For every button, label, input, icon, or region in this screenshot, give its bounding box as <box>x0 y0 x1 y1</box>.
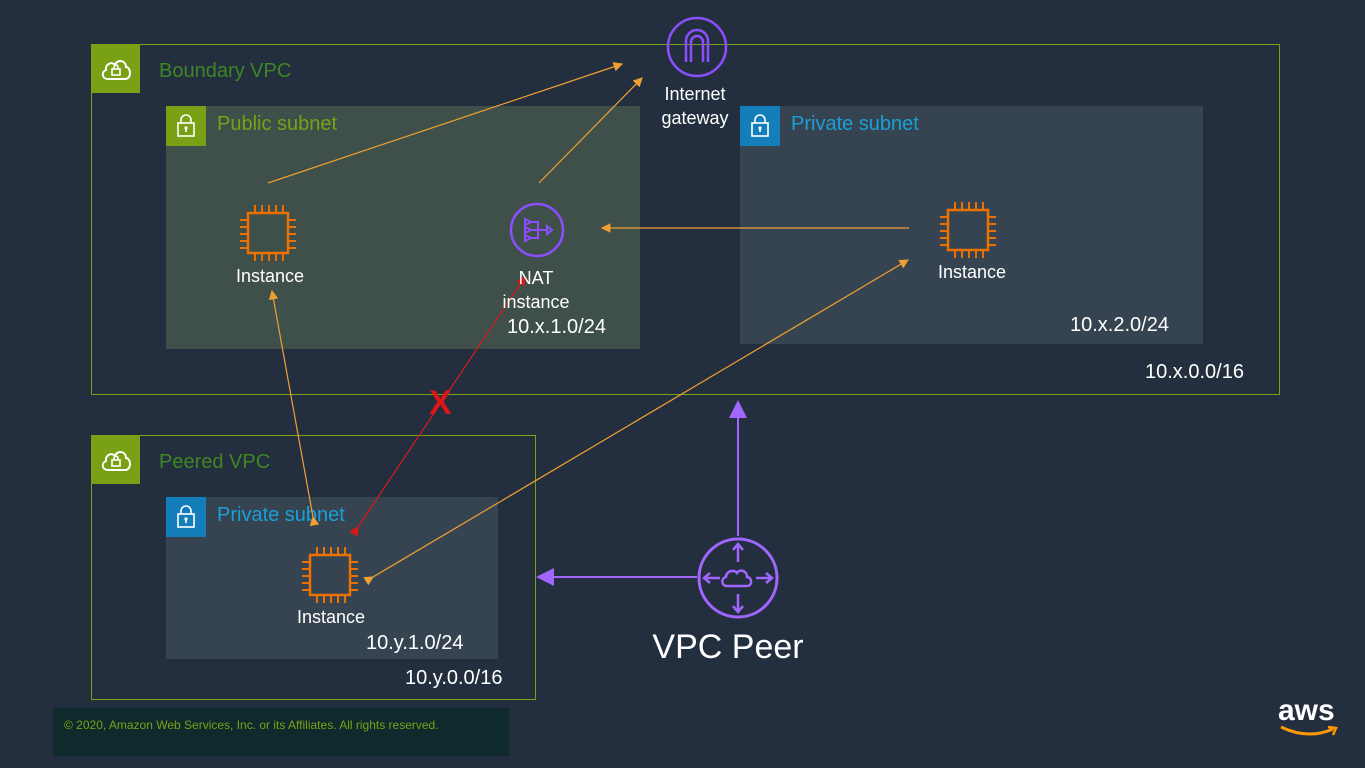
subnet-lock-icon <box>166 106 206 146</box>
arrow-peered-public-instance <box>268 289 320 527</box>
internet-gateway-label-line1: Internet <box>664 84 726 104</box>
boundary-private-subnet-title: Private subnet <box>791 113 919 135</box>
private-instance-label: Instance <box>937 262 1007 282</box>
arrow-public-instance-to-igw <box>267 62 624 184</box>
vpc-peering-icon <box>697 537 779 619</box>
boundary-vpc-title: Boundary VPC <box>159 60 292 82</box>
peered-vpc-cidr: 10.y.0.0/16 <box>405 667 503 689</box>
vpc-peer-label: VPC Peer <box>652 628 804 666</box>
nat-instance-icon <box>509 202 565 258</box>
peered-private-subnet-cidr: 10.y.1.0/24 <box>366 632 464 654</box>
peered-instance-label: Instance <box>296 607 366 627</box>
copyright-notice: © 2020, Amazon Web Services, Inc. or its… <box>53 708 509 756</box>
public-subnet-title: Public subnet <box>217 113 338 135</box>
peered-instance-chip-icon <box>302 547 358 603</box>
blocked-x-marker: X <box>429 384 452 422</box>
peered-vpc-title: Peered VPC <box>159 451 271 473</box>
private-instance-chip-icon <box>940 202 996 258</box>
subnet-lock-icon <box>166 497 206 537</box>
boundary-private-subnet-cidr: 10.x.2.0/24 <box>1070 314 1169 336</box>
vpc-cloud-lock-icon <box>92 45 140 93</box>
public-instance-label: Instance <box>235 266 305 286</box>
aws-logo-text: aws <box>1278 694 1335 727</box>
arrow-peered-private-instance <box>363 259 910 586</box>
vpc-cloud-lock-icon <box>92 436 140 484</box>
nat-instance-label-line1: NAT <box>518 268 554 288</box>
internet-gateway-icon <box>666 16 728 78</box>
public-instance-chip-icon <box>240 205 296 261</box>
internet-gateway-label-line2: gateway <box>661 108 729 128</box>
nat-instance-label-line2: instance <box>502 292 570 312</box>
subnet-lock-icon <box>740 106 780 146</box>
arrow-nat-to-igw <box>538 77 643 184</box>
boundary-vpc-cidr: 10.x.0.0/16 <box>1145 361 1244 383</box>
arrow-blocked-nat <box>349 276 526 537</box>
aws-smile-icon <box>1280 725 1338 736</box>
aws-logo: aws <box>1278 694 1340 740</box>
